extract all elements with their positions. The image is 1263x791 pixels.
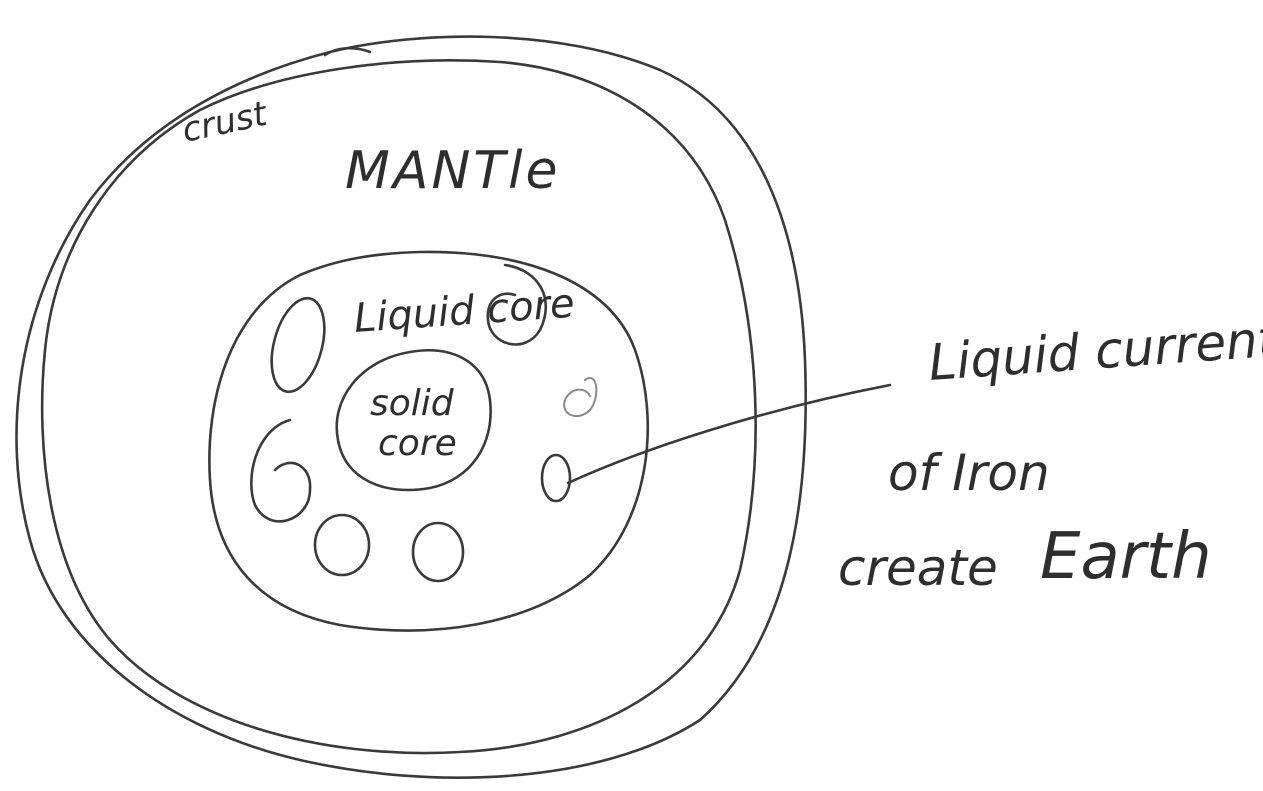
liquid-core-label: Liquid core	[352, 281, 576, 342]
iron-current-eddies	[250, 263, 598, 583]
solid-core-label-line2: core	[378, 423, 457, 464]
note-line-3-create: create	[838, 539, 998, 597]
crust-label: crust	[179, 94, 272, 151]
mantle-outer-boundary	[40, 59, 757, 755]
eddy-4	[411, 521, 465, 583]
eddy-2	[250, 418, 312, 523]
annotation-pointer-line	[566, 383, 892, 485]
eddy-6	[563, 376, 598, 418]
note-line-2: of Iron	[888, 444, 1050, 502]
mantle-label: MANTle	[345, 141, 561, 201]
eddy-3	[313, 513, 371, 577]
solid-core-boundary	[335, 349, 492, 492]
eddy-1	[270, 296, 326, 394]
note-line-1: Liquid currents	[927, 308, 1263, 392]
eddy-7	[486, 263, 548, 346]
note-line-3-earth: Earth	[1040, 520, 1212, 594]
eddy-5	[540, 453, 572, 503]
liquid-core-boundary	[208, 250, 650, 632]
crust-overlap-stroke	[323, 46, 372, 57]
solid-core-label-line1: solid	[370, 383, 455, 424]
crust-outer-boundary	[15, 35, 808, 779]
